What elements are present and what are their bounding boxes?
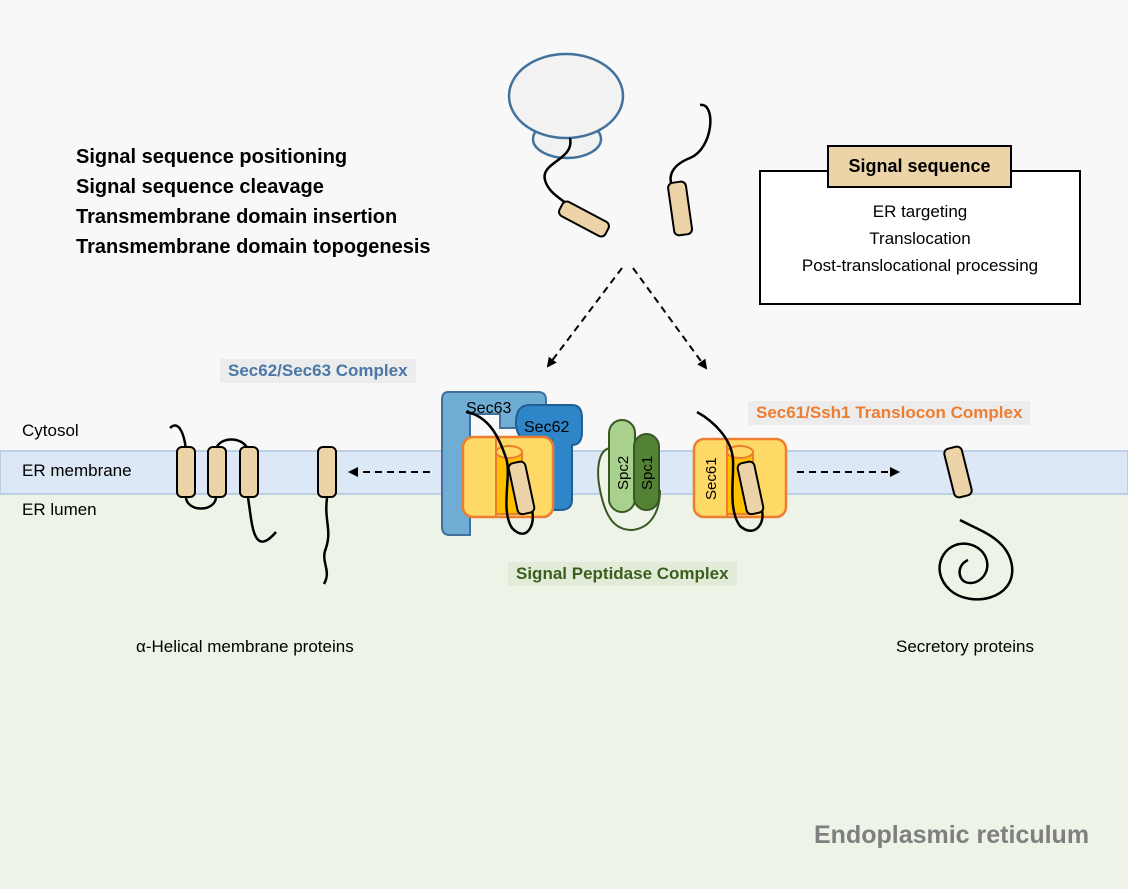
signal-box-item: Post-translocational processing (801, 256, 1039, 275)
sec62-63-complex-title: Sec62/Sec63 Complex (220, 359, 416, 383)
function-item: Transmembrane domain topogenesis (76, 236, 431, 258)
lumen-label: ER lumen (22, 500, 97, 519)
function-item: Transmembrane domain insertion (76, 206, 398, 228)
sec62-protein (514, 404, 583, 511)
cleaved-signal-sequence (943, 445, 973, 499)
free-peptide-chain (669, 103, 712, 187)
cytosol-label: Cytosol (22, 421, 79, 440)
spc1-protein (633, 433, 660, 511)
signal-box-item: ER targeting (872, 202, 968, 221)
arrow-to-sec62-63 (546, 267, 623, 368)
signal-box-items: ER targeting Translocation Post-transloc… (760, 198, 1080, 279)
sec61-signal-sequence (736, 460, 765, 516)
organelle-label: Endoplasmic reticulum (814, 821, 1090, 849)
signal-box-title: Signal sequence (848, 156, 991, 176)
nascent-chain (543, 137, 572, 206)
ribosome-icon (507, 52, 625, 160)
membrane-proteins-label: α-Helical membrane proteins (136, 637, 354, 656)
function-item: Signal sequence cleavage (76, 176, 324, 198)
signal-box-item: Translocation (869, 229, 971, 248)
membrane-label: ER membrane (22, 461, 132, 480)
signal-box-frame (759, 170, 1081, 305)
signal-box-title-bg (827, 145, 1012, 188)
free-signal-sequence (667, 180, 694, 237)
membrane-helix (176, 446, 196, 498)
function-item: Signal sequence positioning (76, 146, 348, 168)
engaged-chain (465, 410, 535, 535)
multispan-protein-chain (169, 424, 277, 543)
sec61-engaged-chain (696, 410, 764, 532)
engaged-signal-sequence (507, 460, 536, 516)
function-list: Signal sequence positioning Signal seque… (76, 142, 431, 262)
sec63-label: Sec63 (466, 400, 511, 417)
signal-sequence-helix (558, 200, 610, 238)
spc1-label: Spc1 (639, 456, 656, 490)
signal-peptidase-title: Signal Peptidase Complex (508, 562, 737, 586)
membrane-helix (207, 446, 227, 498)
single-span-protein-chain (322, 497, 330, 585)
secretory-protein-coil (938, 518, 1014, 601)
sec61-label: Sec61 (703, 457, 720, 500)
lumen-region (0, 472, 1128, 889)
membrane-helix (317, 446, 337, 498)
spc2-label: Spc2 (615, 456, 632, 490)
secretory-proteins-label: Secretory proteins (896, 637, 1034, 656)
translocon-pore-top (495, 445, 523, 459)
sec62-label: Sec62 (524, 419, 569, 436)
arrow-to-sec61 (632, 267, 708, 370)
sec61-complex-title: Sec61/Ssh1 Translocon Complex (748, 401, 1031, 425)
membrane-helix (239, 446, 259, 498)
